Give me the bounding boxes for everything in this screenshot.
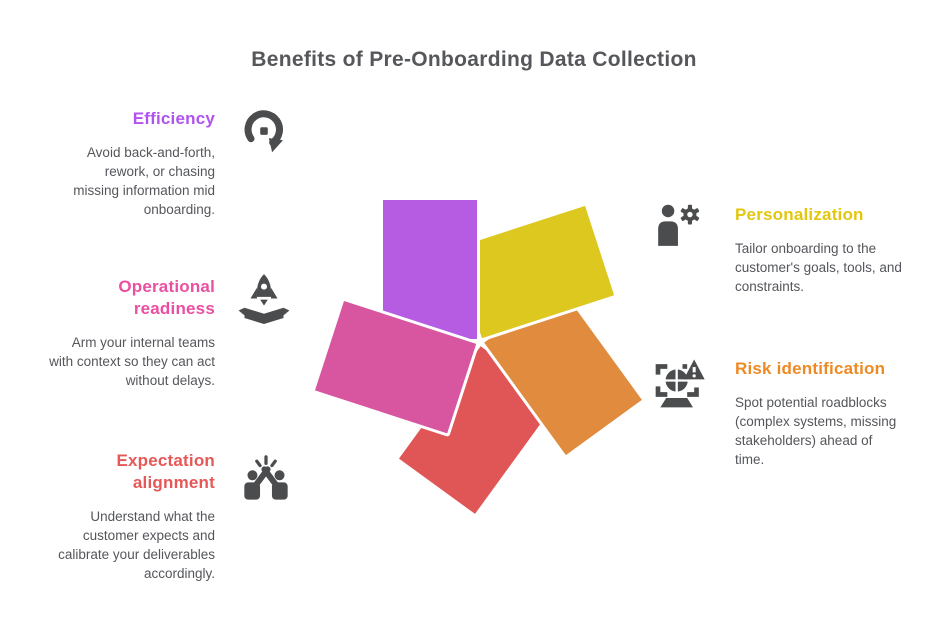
benefit-expectation-alignment-label: Expectation alignment (116, 451, 215, 492)
rocket-launch-icon (238, 272, 290, 329)
high-five-icon (240, 452, 292, 509)
globe-alert-icon (651, 356, 707, 417)
page-title: Benefits of Pre-Onboarding Data Collecti… (251, 48, 697, 71)
benefit-risk-identification-description: Spot potential roadblocks (complex syste… (735, 395, 897, 467)
benefit-efficiency: Efficiency Avoid back-and-forth, rework,… (37, 108, 215, 219)
benefit-risk-identification: Risk identification Spot potential roadb… (735, 358, 913, 469)
benefit-risk-identification-label: Risk identification (735, 359, 886, 378)
benefit-operational-readiness-description: Arm your internal teams with context so … (49, 335, 215, 388)
benefit-personalization-description: Tailor onboarding to the customer's goal… (735, 241, 902, 294)
benefit-efficiency-label: Efficiency (132, 109, 215, 128)
benefit-operational-readiness-label: Operational readiness (118, 277, 215, 318)
benefit-expectation-alignment-description: Understand what the customer expects and… (58, 509, 215, 581)
benefit-efficiency-description: Avoid back-and-forth, rework, or chasing… (73, 145, 215, 217)
benefit-expectation-alignment: Expectation alignment Understand what th… (37, 450, 215, 583)
rotate-arrow-icon (238, 104, 290, 161)
benefit-operational-readiness: Operational readiness Arm your internal … (37, 276, 215, 390)
user-gear-icon (654, 200, 704, 255)
benefit-personalization: Personalization Tailor onboarding to the… (735, 204, 910, 296)
benefit-personalization-label: Personalization (735, 205, 864, 224)
